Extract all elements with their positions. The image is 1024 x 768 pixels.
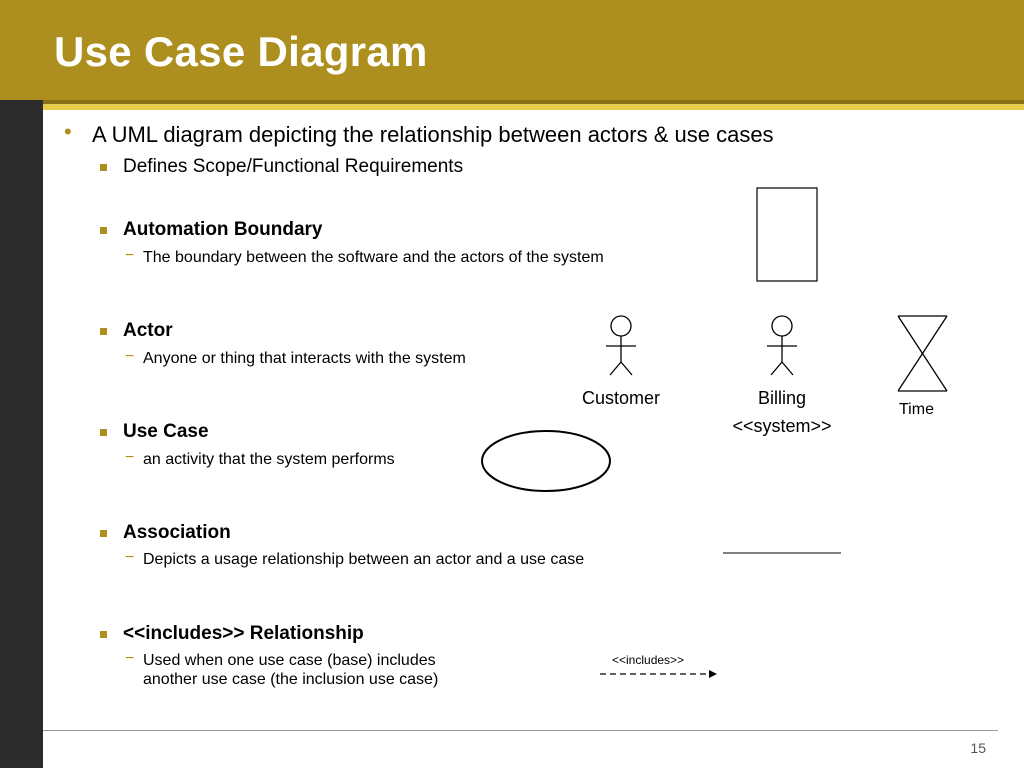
bullet-automation-boundary: Automation Boundary [123, 219, 323, 240]
square-bullet-icon [100, 429, 107, 436]
association-description: Depicts a usage relationship between an … [143, 551, 585, 568]
bullet-association: Association [123, 522, 231, 543]
use-case-ellipse [481, 430, 611, 492]
dash-bullet-icon: − [125, 449, 135, 466]
title-divider [0, 100, 1024, 104]
includes-description-line1: Used when one use case (base) includes [143, 652, 436, 669]
includes-description-line2: another use case (the inclusion use case… [143, 671, 439, 688]
bullet-dot-icon: • [64, 119, 72, 144]
hourglass-icon [897, 315, 948, 392]
automation-boundary-rect [756, 187, 818, 282]
billing-actor-icon [767, 315, 797, 376]
bullet-use-case: Use Case [123, 421, 209, 442]
dash-bullet-icon: − [125, 348, 135, 365]
slide-title: Use Case Diagram [54, 28, 428, 75]
customer-actor-icon [606, 315, 636, 376]
square-bullet-icon [100, 164, 107, 171]
dash-bullet-icon: − [125, 549, 135, 566]
time-label: Time [899, 401, 934, 418]
includes-arrow-label: <<includes>> [612, 653, 685, 667]
square-bullet-icon [100, 328, 107, 335]
square-bullet-icon [100, 530, 107, 537]
dash-bullet-icon: − [125, 247, 135, 264]
bullet-actor: Actor [123, 320, 173, 341]
title-bar: Use Case Diagram [0, 0, 1024, 100]
billing-label: Billing [757, 388, 807, 408]
footer-divider [43, 730, 998, 731]
use-case-description: an activity that the system performs [143, 451, 395, 468]
dash-bullet-icon: − [125, 650, 135, 667]
page-number: 15 [970, 740, 986, 756]
title-accent-divider [0, 104, 1024, 110]
automation-boundary-description: The boundary between the software and th… [143, 249, 604, 266]
left-sidebar-bar [0, 100, 43, 768]
square-bullet-icon [100, 227, 107, 234]
bullet-scope: Defines Scope/Functional Requirements [123, 156, 464, 177]
main-bullet: • A UML diagram depicting the relationsh… [64, 119, 774, 148]
billing-stereotype-label: <<system>> [732, 416, 832, 436]
includes-dashed-arrow [600, 670, 717, 678]
bullet-includes-relationship: <<includes>> Relationship [123, 623, 364, 644]
actor-description: Anyone or thing that interacts with the … [143, 350, 466, 367]
main-bullet-text: A UML diagram depicting the relationship… [92, 122, 774, 147]
customer-label: Customer [581, 388, 661, 408]
square-bullet-icon [100, 631, 107, 638]
